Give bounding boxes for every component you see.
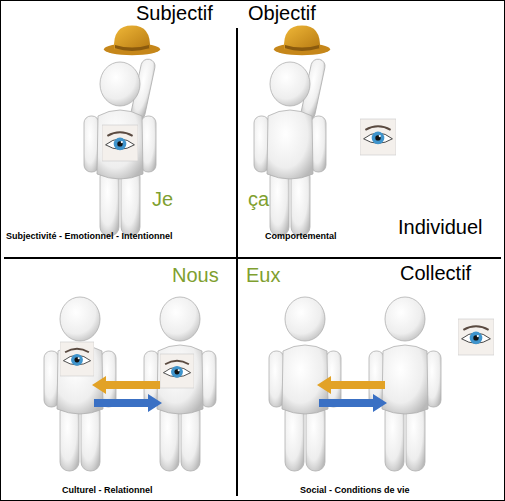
- pronoun-label: Eux: [246, 264, 280, 286]
- quadrant-caption: Comportemental: [265, 232, 337, 242]
- pronoun-label: ça: [248, 188, 269, 210]
- pronoun-label: Je: [152, 188, 173, 210]
- quadrant-caption: Subjectivité - Emotionnel - Intentionnel: [6, 232, 173, 242]
- axis-label: Individuel: [398, 216, 483, 238]
- quadrant-caption: Culturel - Relationnel: [62, 486, 153, 496]
- quadrant-caption: Social - Conditions de vie: [300, 486, 410, 496]
- pronoun-label: Nous: [172, 264, 219, 286]
- axis-label: Subjectif: [136, 2, 213, 24]
- axis-label: Collectif: [400, 262, 471, 284]
- axis-label: Objectif: [248, 2, 316, 24]
